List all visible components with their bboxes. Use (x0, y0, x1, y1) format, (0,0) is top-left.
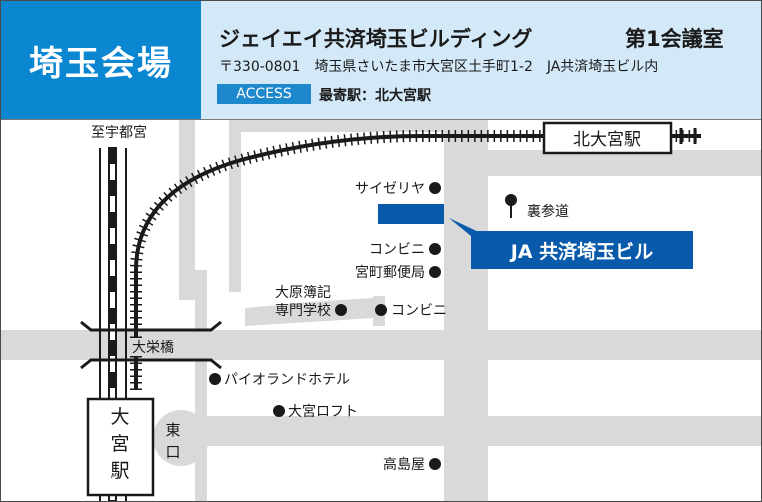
landmark-conv2: コンビニ (391, 303, 447, 319)
kitaomiya-station-label: 北大宮駅 (573, 130, 641, 150)
dot-conv1 (429, 243, 441, 255)
target-callout-label: JA 共済埼玉ビル (509, 240, 653, 263)
road-lower-horizontal (207, 416, 761, 446)
road-upper-block (229, 120, 444, 132)
bridge-label: 大栄橋 (132, 340, 174, 356)
bridge-label-bg (129, 338, 179, 356)
curved-railway (130, 128, 701, 390)
venue-name: ジェイエイ共済埼玉ビルディング (219, 27, 533, 51)
access-tag: ACCESS (217, 84, 311, 104)
road-mid-vertical (195, 270, 207, 501)
omiya-station-box (86, 397, 155, 497)
road-north-east (451, 150, 761, 176)
landmark-conv1: コンビニ (369, 242, 425, 258)
road-side-vertical (179, 120, 195, 300)
road-main-horizontal (1, 330, 761, 360)
dot-school (335, 304, 347, 316)
dot-hotel (209, 373, 221, 385)
landmark-hotel: パイオランドホテル (224, 372, 350, 388)
east-exit-char-1: 東 (165, 421, 180, 439)
landmark-omotesando: 裏参道 (527, 203, 569, 220)
direction-utsunomiya: 至宇都宮 (91, 125, 147, 141)
dot-takashimaya (429, 458, 441, 470)
landmark-school-line1: 大原簿記 (275, 284, 331, 301)
omiya-station-char-3: 駅 (110, 460, 129, 482)
target-building (378, 204, 444, 224)
east-exit-plaza (153, 410, 209, 466)
east-exit-char-2: 口 (165, 443, 180, 461)
landmark-saizeriya: サイゼリヤ (355, 181, 425, 197)
landmark-post: 宮町郵便局 (355, 265, 425, 281)
omiya-station-char-2: 宮 (110, 433, 129, 455)
dot-loft (273, 405, 285, 417)
venue-badge: 埼玉会場 (1, 1, 201, 119)
street-map: 大栄橋 北大宮駅 大 宮 駅 至宇都宮 東 口 JA 共済埼玉ビル サイゼリヤ (1, 120, 761, 501)
roads (1, 120, 761, 501)
dot-conv2 (375, 304, 387, 316)
venue-address: 〒330-0801 埼玉県さいたま市大宮区土手町1-2 JA共済埼玉ビル内 (219, 59, 659, 75)
target-callout-box (471, 231, 693, 269)
bridge (80, 320, 222, 370)
pin-icon (505, 194, 517, 218)
dot-saizeriya (429, 182, 441, 194)
venue-room: 第1会議室 (625, 27, 724, 51)
kitaomiya-station-box (542, 121, 673, 155)
landmark-takashimaya: 高島屋 (383, 456, 425, 473)
landmark-loft: 大宮ロフト (288, 404, 358, 420)
nearest-station: 最寄駅：北大宮駅 (319, 88, 431, 104)
dot-post (429, 266, 441, 278)
road-upper-vertical (229, 132, 241, 292)
omiya-station-char-1: 大 (110, 406, 129, 428)
landmark-school-line2: 専門学校 (275, 302, 331, 319)
venue-header: 埼玉会場 ジェイエイ共済埼玉ビルディング 第1会議室 〒330-0801 埼玉県… (1, 1, 761, 120)
